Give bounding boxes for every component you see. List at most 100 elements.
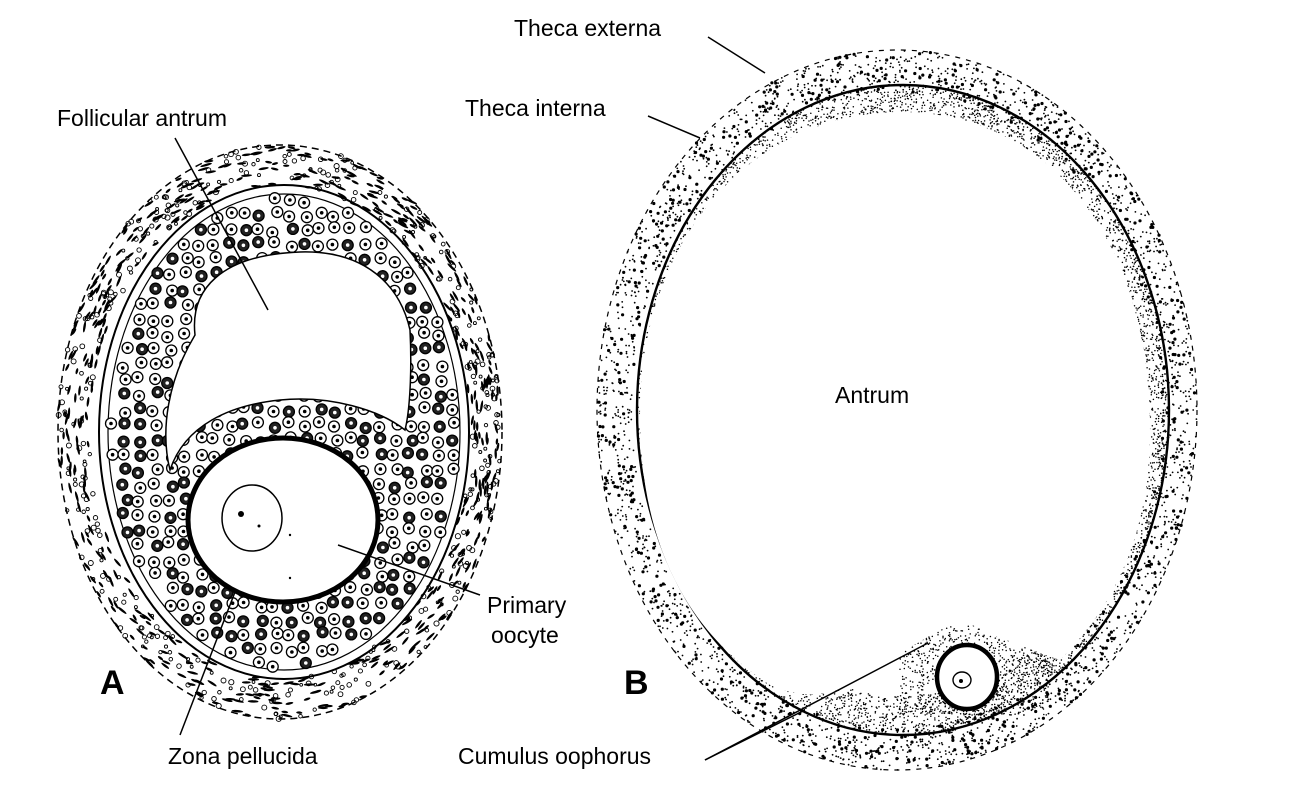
theca-cell: [153, 194, 159, 200]
theca-dot: [1031, 112, 1034, 115]
theca-dot: [1162, 534, 1165, 537]
theca-dot: [1160, 298, 1163, 300]
theca-cell: [352, 163, 362, 170]
theca-dot: [799, 725, 801, 727]
theca-dot: [612, 443, 616, 447]
theca-dot: [710, 657, 713, 660]
theca-dot: [1135, 194, 1138, 197]
theca-dot: [964, 79, 967, 82]
granulosa-nucleus: [256, 240, 261, 244]
theca-cell: [250, 151, 261, 155]
theca-cell: [376, 179, 385, 185]
theca-dot: [1173, 353, 1177, 357]
theca-dot: [755, 119, 758, 121]
granulosa-nucleus: [436, 333, 441, 338]
theca-dot: [931, 82, 934, 84]
theca-dot: [854, 64, 857, 66]
theca-dot: [946, 723, 949, 726]
theca-cell: [277, 146, 286, 150]
theca-dot: [758, 117, 761, 120]
theca-cell: [152, 214, 163, 221]
theca-dot: [1187, 332, 1190, 335]
theca-cell: [427, 613, 435, 619]
theca-dot: [622, 465, 626, 469]
theca-dot: [975, 64, 977, 67]
theca-cell: [353, 697, 360, 703]
theca-dot: [614, 441, 616, 444]
theca-cell: [452, 595, 459, 602]
theca-dot: [1174, 304, 1176, 306]
granulosa-nucleus: [273, 426, 277, 430]
theca-cell: [80, 493, 87, 499]
theca-dot: [868, 80, 871, 82]
theca-dot: [969, 99, 971, 102]
theca-cell: [486, 470, 491, 475]
theca-dot: [649, 528, 652, 531]
theca-dot: [1032, 107, 1036, 111]
theca-dot: [1050, 101, 1053, 104]
theca-cell: [84, 528, 91, 534]
granulosa-nucleus: [438, 481, 443, 485]
theca-cell: [73, 320, 79, 327]
theca-cell: [100, 333, 105, 346]
theca-dot: [1164, 265, 1167, 268]
theca-cell: [133, 605, 138, 610]
granulosa-nucleus: [213, 255, 218, 259]
theca-cell: [450, 263, 457, 269]
theca-dot: [1189, 388, 1192, 390]
theca-dot: [680, 160, 682, 163]
theca-cell: [108, 597, 114, 607]
theca-dot: [673, 603, 676, 606]
theca-cell: [474, 364, 478, 376]
theca-dot: [725, 698, 727, 701]
theca-dot: [852, 735, 856, 739]
theca-dot: [744, 130, 748, 134]
theca-cell: [65, 363, 70, 371]
theca-dot: [1179, 464, 1181, 466]
granulosa-nucleus: [361, 439, 365, 443]
theca-dot: [717, 670, 719, 673]
theca-cell: [83, 353, 88, 362]
theca-dot: [1076, 143, 1080, 147]
granulosa-nucleus: [421, 560, 426, 565]
theca-dot: [950, 85, 955, 89]
theca-dot: [1057, 692, 1061, 696]
theca-cell: [236, 177, 243, 181]
theca-cell: [95, 550, 104, 560]
theca-dot: [654, 545, 657, 548]
theca-cell: [486, 437, 489, 445]
theca-dot: [706, 642, 709, 644]
theca-dot: [618, 381, 623, 385]
granulosa-nucleus: [184, 317, 188, 321]
theca-dot: [762, 717, 765, 720]
granulosa-nucleus: [169, 604, 173, 608]
theca-cell: [470, 505, 475, 511]
granulosa-nucleus: [272, 240, 276, 244]
theca-cell: [268, 148, 277, 152]
theca-cell: [283, 164, 290, 167]
theca-dot: [613, 361, 616, 364]
granulosa-nucleus: [405, 470, 410, 475]
theca-cell: [108, 295, 117, 304]
theca-dot: [1098, 200, 1101, 202]
theca-dot: [673, 229, 676, 232]
theca-cell: [349, 664, 354, 669]
granulosa-nucleus: [165, 335, 170, 340]
theca-dot: [779, 709, 783, 713]
theca-dot: [686, 634, 689, 637]
theca-dot: [928, 757, 931, 760]
theca-dot: [824, 748, 826, 751]
theca-dot: [1176, 438, 1180, 442]
theca-dot: [970, 732, 973, 734]
theca-dot: [851, 749, 853, 752]
theca-dot: [830, 718, 833, 721]
theca-dot: [1151, 225, 1155, 229]
theca-dot: [645, 227, 647, 230]
theca-dot: [960, 78, 963, 81]
theca-dot: [831, 753, 834, 756]
theca-dot: [878, 747, 880, 749]
theca-dot: [1171, 316, 1176, 320]
theca-cell: [86, 515, 91, 522]
theca-cell: [424, 627, 430, 633]
theca-cell: [107, 289, 114, 296]
